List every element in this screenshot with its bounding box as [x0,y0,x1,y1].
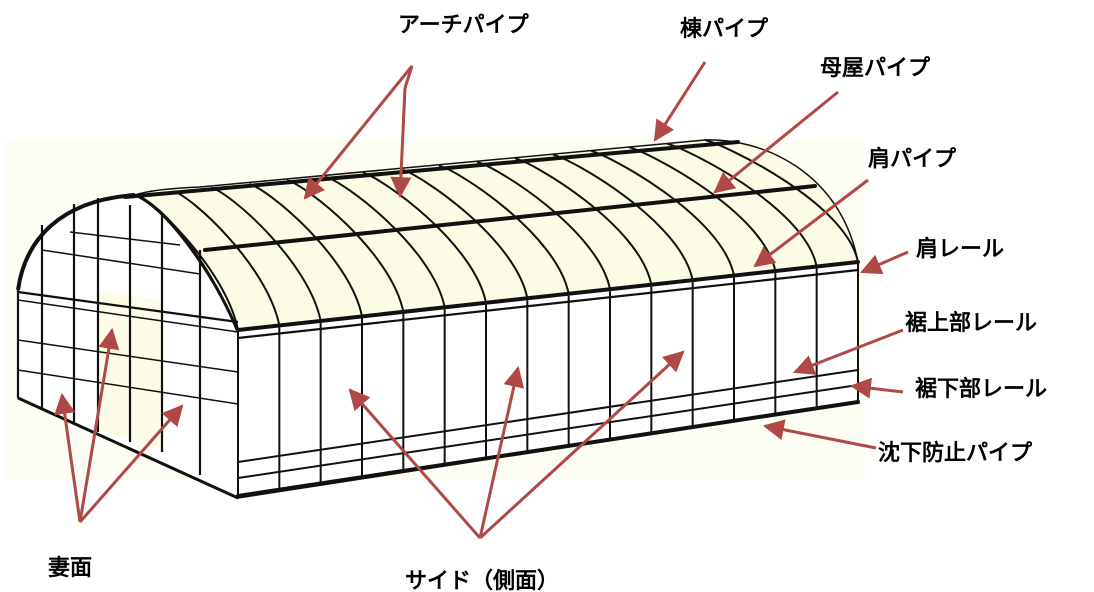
label-arch-pipe: アーチパイプ [398,13,530,38]
arch-pipe [400,168,529,299]
label-hem-upper-rail: 裾上部レール [905,310,1037,336]
arch-pipe [324,175,446,308]
arch-pipe [286,179,405,313]
side-studs [237,264,859,498]
anti-sink-pipe-line [236,400,860,498]
arrow-joint [403,65,414,89]
label-purlin-pipe: 母屋パイプ [820,56,931,81]
shoulder-pipe-line [236,260,860,332]
label-shoulder-rail: 肩レール [916,236,1004,262]
label-hem-lower-rail: 裾下部レール [915,376,1047,402]
label-side-face: サイド（側面） [405,569,559,592]
arch-pipe [248,183,363,317]
label-ridge-pipe: 棟パイプ [680,16,769,42]
arch-pipe [172,190,281,326]
hem-lower-rail-line [237,384,859,479]
purlin-pipe-line [203,184,817,252]
arch-pipe [210,186,322,322]
arrows [54,61,909,540]
arch-pipe [362,172,487,303]
shoulder-rail-line [236,268,860,340]
gable-frame [16,193,240,500]
label-gable-face: 妻面 [48,555,92,581]
label-shoulder-pipe: 肩パイプ [868,146,957,172]
hem-upper-rail-line [237,369,859,463]
ridge-pipe-line [123,140,740,199]
label-anti-sink-pipe: 沈下防止パイプ [878,441,1033,466]
longitudinal-pipes [123,140,860,498]
